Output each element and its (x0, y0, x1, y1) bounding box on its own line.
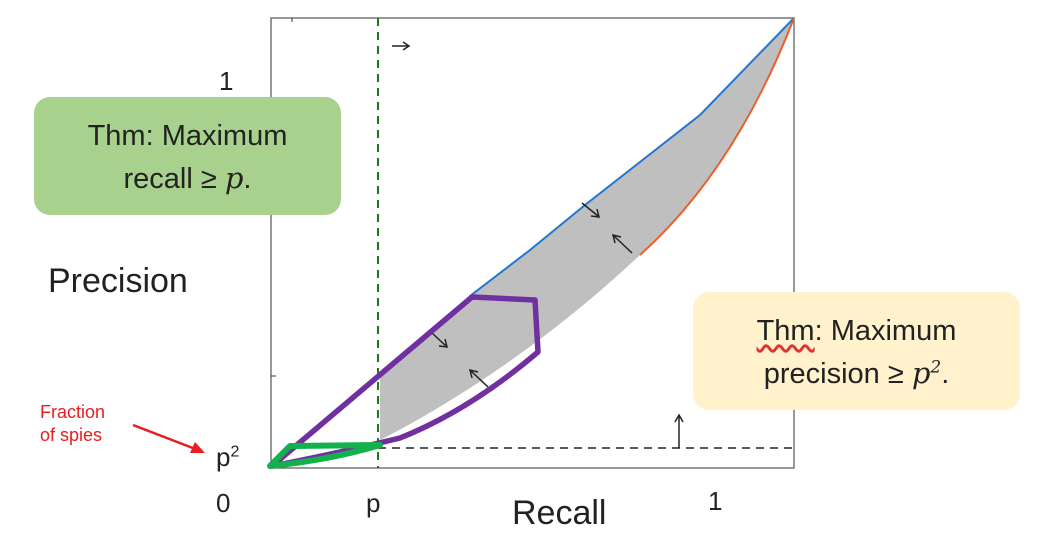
theorem-recall-box: Thm: Maximum recall ≥ p. (34, 97, 341, 215)
fraction-of-spies-label: Fraction of spies (40, 401, 105, 446)
thm-precision-line2-text: precision ≥ (763, 358, 912, 391)
x-tick-zero: 0 (216, 488, 231, 518)
thm-precision-line1-rest: : Maximum (814, 315, 957, 347)
spies-line-2: of spies (40, 424, 103, 445)
thm-precision-sup: 2 (930, 357, 942, 378)
fraction-of-spies-arrow (132, 423, 205, 453)
lower-curve (639, 17, 795, 256)
arrow-inward-4 (468, 368, 489, 388)
theorem-recall-line1: Thm: Maximum (34, 115, 341, 157)
x-tick-one: 1 (708, 486, 723, 516)
p2-exponent: 2 (230, 443, 240, 461)
spies-line-1: Fraction (40, 402, 106, 422)
y-axis-label: Precision (48, 262, 188, 300)
arrow-right-top (392, 41, 411, 51)
arrow-inward-1 (581, 202, 600, 218)
thm-precision-end: . (941, 358, 950, 391)
y-tick-p2: p2 (216, 442, 239, 473)
arrow-inward-2 (611, 233, 633, 254)
upper-curve (469, 17, 795, 297)
theorem-precision-line1: Thm: Maximum (693, 310, 1020, 352)
thm-recall-var: p (224, 161, 244, 196)
thm-recall-end: . (243, 163, 252, 196)
theorem-precision-box: Thm: Maximum precision ≥ p2. (693, 292, 1020, 410)
theorem-recall-line2: recall ≥ p. (34, 157, 341, 200)
theorem-precision-line2: precision ≥ p2. (693, 352, 1020, 395)
thm-recall-head: Thm (87, 120, 146, 152)
thm-precision-var: p (911, 356, 931, 391)
x-axis-label: Recall (512, 494, 607, 532)
green-region-outline (267, 442, 383, 469)
arrow-inward-3 (431, 332, 448, 348)
thm-recall-line2-text: recall ≥ (123, 163, 225, 196)
p2-base: p (216, 442, 231, 472)
arrow-up-bottom (674, 413, 684, 448)
x-tick-p: p (366, 488, 381, 518)
y-tick-one: 1 (219, 66, 234, 96)
thm-recall-line1-rest: : Maximum (145, 120, 288, 152)
plot-frame (270, 17, 795, 469)
thm-precision-head: Thm (756, 315, 815, 347)
